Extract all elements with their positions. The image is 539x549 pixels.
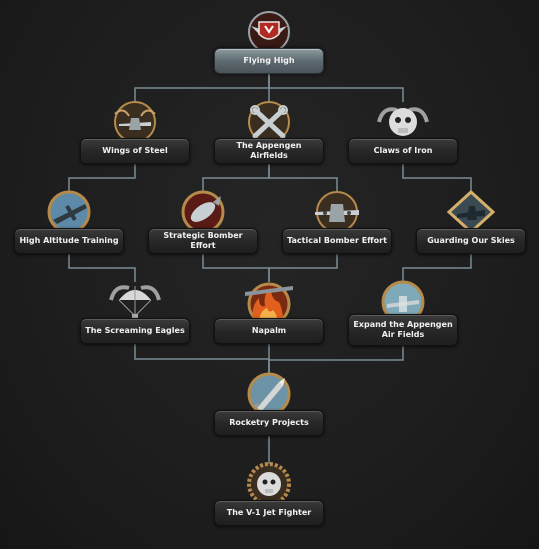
winged-shield-icon <box>239 10 299 66</box>
focus-connection-line <box>268 74 404 102</box>
focus-expand-appengen-air-fields[interactable]: Expand the Appengen Air Fields <box>348 280 458 350</box>
focus-label: Strategic Bomber Effort <box>148 228 258 254</box>
focus-label: The V-1 Jet Fighter <box>214 500 324 526</box>
focus-label: Tactical Bomber Effort <box>282 228 392 254</box>
focus-tactical-bomber-effort[interactable]: Tactical Bomber Effort <box>282 190 392 260</box>
focus-label: Napalm <box>214 318 324 344</box>
focus-connection-line <box>68 164 136 192</box>
focus-connection-line <box>402 254 472 282</box>
focus-label: The Appengen Airfields <box>214 138 324 164</box>
focus-claws-of-iron[interactable]: Claws of Iron <box>348 100 458 170</box>
focus-connection-line <box>268 346 404 374</box>
high-altitude-plane-icon <box>39 190 99 246</box>
focus-label: Wings of Steel <box>80 138 190 164</box>
focus-label: The Screaming Eagles <box>80 318 190 344</box>
focus-high-altitude-training[interactable]: High Altitude Training <box>14 190 124 260</box>
focus-label: Rocketry Projects <box>214 410 324 436</box>
focus-connection-line <box>68 254 136 282</box>
focus-flying-high[interactable]: Flying High <box>214 10 324 80</box>
focus-rocketry-projects[interactable]: Rocketry Projects <box>214 372 324 442</box>
focus-napalm[interactable]: Napalm <box>214 280 324 350</box>
bomber-plane-icon <box>307 190 367 246</box>
aircraft-icon <box>105 100 165 156</box>
focus-label: Flying High <box>214 48 324 74</box>
focus-screaming-eagles[interactable]: The Screaming Eagles <box>80 280 190 350</box>
focus-label: Claws of Iron <box>348 138 458 164</box>
skull-icon <box>373 100 433 156</box>
focus-guarding-our-skies[interactable]: Guarding Our Skies <box>416 189 526 260</box>
focus-appengen-airfields[interactable]: The Appengen Airfields <box>214 100 324 170</box>
focus-label: Guarding Our Skies <box>416 228 526 254</box>
fire-icon <box>239 280 299 336</box>
crossed-wrenches-icon <box>239 100 299 156</box>
fighter-formation-icon <box>441 189 501 246</box>
focus-connection-line <box>268 164 338 192</box>
focus-label: High Altitude Training <box>14 228 124 254</box>
focus-label: Expand the Appengen Air Fields <box>348 314 458 346</box>
focus-connection-line <box>268 254 338 282</box>
focus-connection-line <box>402 164 472 192</box>
focus-wings-of-steel[interactable]: Wings of Steel <box>80 100 190 170</box>
focus-strategic-bomber-effort[interactable]: Strategic Bomber Effort <box>148 190 258 260</box>
focus-v1-jet-fighter[interactable]: The V-1 Jet Fighter <box>214 462 324 532</box>
